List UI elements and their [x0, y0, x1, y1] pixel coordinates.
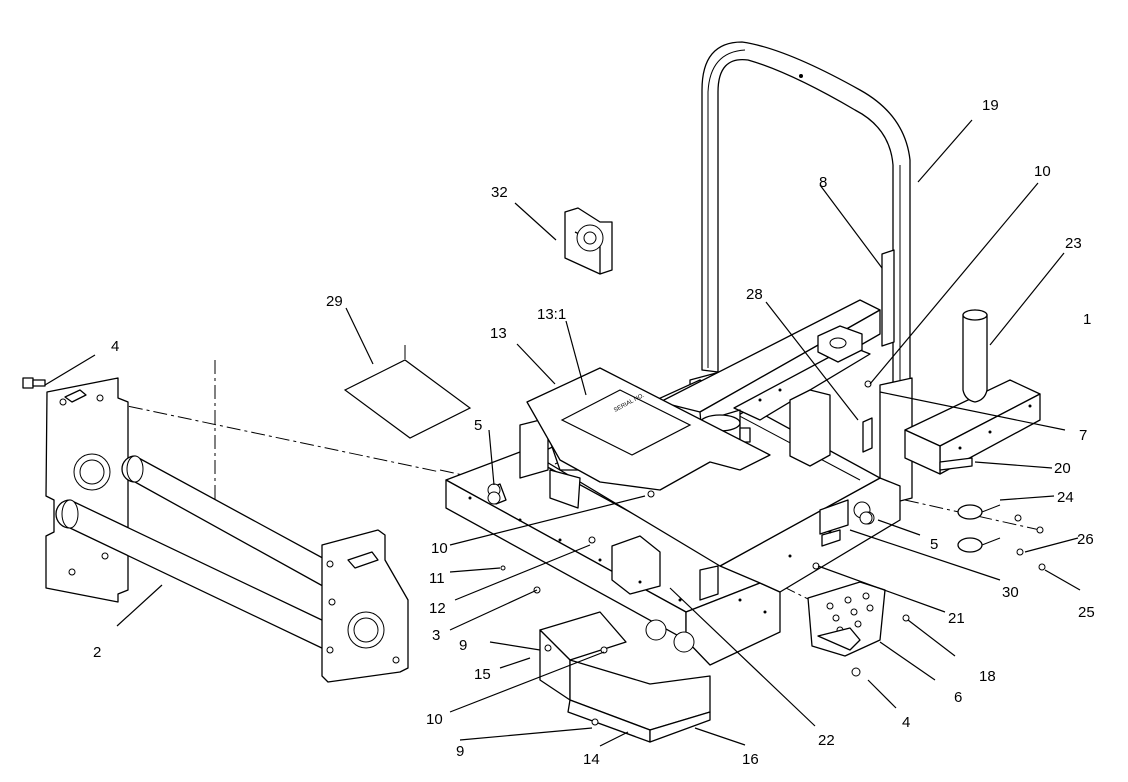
callout-2: 2: [93, 644, 101, 661]
callout-15: 15: [474, 666, 491, 683]
pins-7-28: [862, 380, 873, 453]
rollbar-19: [689, 41, 913, 507]
callout-14: 14: [583, 751, 600, 768]
callout-10c: 10: [1034, 163, 1051, 180]
bolt-left: [22, 377, 46, 389]
frame-holes: [468, 388, 832, 614]
callout-labels: 1 2 3 4 4 5 5 6 7 8 9 9 10 10 10 11 12 1…: [93, 97, 1095, 768]
callout-7: 7: [1079, 427, 1087, 444]
callout-29: 29: [326, 293, 343, 310]
rear-rail-1: [904, 379, 1041, 475]
callout-4a: 4: [111, 338, 119, 355]
pin-20: [939, 457, 973, 471]
callout-5b: 5: [930, 536, 938, 553]
foot-bracket-6: [807, 581, 886, 657]
decal-29: [343, 359, 472, 439]
callout-11: 11: [429, 570, 445, 587]
callout-30: 30: [1002, 584, 1019, 601]
callout-19: 19: [982, 97, 999, 114]
callout-13: 13: [490, 325, 507, 342]
callout-20: 20: [1054, 460, 1071, 477]
handle-grip-23: [962, 309, 988, 403]
clip-24: [957, 504, 1001, 553]
small-fasteners: [487, 490, 910, 726]
callout-4b: 4: [902, 714, 910, 731]
callout-3: 3: [432, 627, 440, 644]
main-frame-22: [445, 299, 901, 666]
fasteners-25-26: [1014, 514, 1046, 571]
hitch-bracket-32: [564, 207, 613, 275]
callout-26: 26: [1077, 531, 1094, 548]
callout-10b: 10: [426, 711, 443, 728]
callout-9b: 9: [456, 743, 464, 760]
callout-12: 12: [429, 600, 446, 617]
callout-1: 1: [1083, 311, 1091, 328]
callout-13-1: 13:1: [537, 306, 566, 323]
callout-10a: 10: [431, 540, 448, 557]
callout-28: 28: [746, 286, 763, 303]
callout-16: 16: [742, 751, 759, 768]
callout-6: 6: [954, 689, 962, 706]
callout-23: 23: [1065, 235, 1082, 252]
callout-22: 22: [818, 732, 835, 749]
callout-24: 24: [1057, 489, 1074, 506]
leader-lines: [44, 119, 1081, 747]
callout-21: 21: [948, 610, 965, 627]
seat-plate-13: SERIAL NO.: [526, 367, 771, 491]
callout-18: 18: [979, 668, 996, 685]
callout-9a: 9: [459, 637, 467, 654]
callout-32: 32: [491, 184, 508, 201]
tray-16: [539, 611, 711, 743]
callout-8: 8: [819, 174, 827, 191]
front-axle-assembly: [45, 377, 409, 683]
callout-5a: 5: [474, 417, 482, 434]
callout-25: 25: [1078, 604, 1095, 621]
